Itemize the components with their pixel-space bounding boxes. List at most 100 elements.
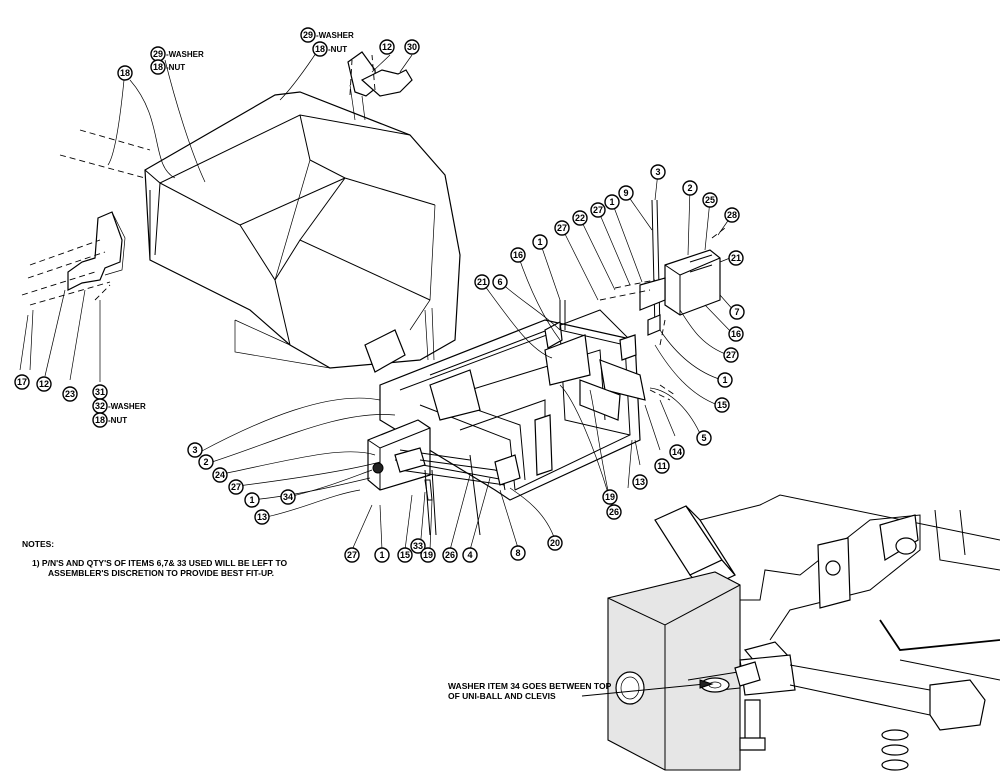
item-bubble: 4 <box>462 547 478 563</box>
svg-text:21: 21 <box>477 277 487 287</box>
item-bubble: 1 <box>244 492 260 508</box>
item-bubble: 1 <box>532 234 548 250</box>
svg-text:18: 18 <box>153 62 163 72</box>
svg-text:32: 32 <box>95 401 105 411</box>
item-bubble: 27 <box>554 220 570 236</box>
svg-text:8: 8 <box>515 548 520 558</box>
svg-text:11: 11 <box>657 461 667 471</box>
leader-lines <box>19 49 736 551</box>
svg-text:17: 17 <box>17 377 27 387</box>
svg-text:29: 29 <box>153 49 163 59</box>
svg-text:19: 19 <box>423 550 433 560</box>
svg-text:33: 33 <box>413 541 423 551</box>
svg-text:5: 5 <box>701 433 706 443</box>
svg-text:27: 27 <box>726 350 736 360</box>
svg-text:14: 14 <box>672 447 682 457</box>
item-bubble: 2 <box>198 454 214 470</box>
hopper-bracket-top <box>347 51 413 121</box>
svg-text:19: 19 <box>605 492 615 502</box>
detail-note-line-2: OF UNI-BALL AND CLEVIS <box>448 691 556 701</box>
nut-callout-left: 18 <box>150 59 166 75</box>
svg-text:13: 13 <box>635 477 645 487</box>
svg-text:1: 1 <box>722 375 727 385</box>
item-bubble: 8 <box>510 545 526 561</box>
svg-text:30: 30 <box>407 42 417 52</box>
svg-text:18: 18 <box>315 44 325 54</box>
item-bubble: 22 <box>572 210 588 226</box>
svg-text:26: 26 <box>609 507 619 517</box>
svg-text:18: 18 <box>120 68 130 78</box>
hardware-callout-labels: -WASHER -NUT -WASHER -NUT -WASHER -NUT <box>108 31 354 425</box>
bolt-callout: 31 <box>92 384 108 400</box>
hopper <box>144 91 461 373</box>
item-bubble: 13 <box>254 509 270 525</box>
svg-text:29: 29 <box>303 30 313 40</box>
washer-callout-bottom: 32 <box>92 398 108 414</box>
svg-text:26: 26 <box>445 550 455 560</box>
item-bubble: 13 <box>632 474 648 490</box>
svg-text:13: 13 <box>257 512 267 522</box>
notes-heading: NOTES: <box>22 539 54 549</box>
item-bubble: 16 <box>510 247 526 263</box>
svg-text:7: 7 <box>734 307 739 317</box>
svg-text:2: 2 <box>687 183 692 193</box>
item-bubble: 27 <box>228 479 244 495</box>
hitch-assembly <box>367 419 521 536</box>
item-bubble: 30 <box>404 39 420 55</box>
item-bubble: 3 <box>187 442 203 458</box>
washer-callout-left: 29 <box>150 46 166 62</box>
washer-label-top: -WASHER <box>316 31 354 40</box>
svg-text:3: 3 <box>655 167 660 177</box>
item-bubble: 12 <box>36 376 52 392</box>
item-bubble: 2 <box>682 180 698 196</box>
item-bubble: 3 <box>650 164 666 180</box>
right-bracket-assembly <box>599 199 726 401</box>
svg-text:27: 27 <box>593 205 603 215</box>
notes-line-2: ASSEMBLER'S DISCRETION TO PROVIDE BEST F… <box>48 568 274 578</box>
item-bubble: 1 <box>717 372 733 388</box>
item-bubble: 19 <box>420 547 436 563</box>
item-bubble: 27 <box>344 547 360 563</box>
svg-text:1: 1 <box>379 550 384 560</box>
svg-text:27: 27 <box>347 550 357 560</box>
svg-text:34: 34 <box>283 492 293 502</box>
washer-label-left: -WASHER <box>166 50 204 59</box>
svg-text:25: 25 <box>705 195 715 205</box>
svg-text:27: 27 <box>231 482 241 492</box>
nut-label-bottom: -NUT <box>108 416 127 425</box>
svg-text:15: 15 <box>400 550 410 560</box>
notes-line-1: 1) P/N'S AND QTY'S OF ITEMS 6,7& 33 USED… <box>32 558 288 568</box>
svg-text:31: 31 <box>95 387 105 397</box>
detail-note-line-1: WASHER ITEM 34 GOES BETWEEN TOP <box>448 681 612 691</box>
item-bubble: 5 <box>696 430 712 446</box>
item-bubble: 11 <box>654 458 670 474</box>
svg-text:28: 28 <box>727 210 737 220</box>
svg-text:27: 27 <box>557 223 567 233</box>
hopper-bracket-left <box>67 211 126 291</box>
item-bubble: 34 <box>280 489 296 505</box>
item-bubble: 18 <box>117 65 133 81</box>
svg-text:1: 1 <box>249 495 254 505</box>
detail-view <box>581 494 1000 771</box>
detail-note: WASHER ITEM 34 GOES BETWEEN TOP OF UNI-B… <box>448 681 612 701</box>
svg-text:18: 18 <box>95 415 105 425</box>
item-bubble: 7 <box>729 304 745 320</box>
frame <box>379 300 646 501</box>
item-bubble: 23 <box>62 386 78 402</box>
svg-text:1: 1 <box>537 237 542 247</box>
washer-callout-top: 29 <box>300 27 316 43</box>
washer-label-bottom: -WASHER <box>108 402 146 411</box>
notes-block: NOTES: 1) P/N'S AND QTY'S OF ITEMS 6,7& … <box>22 539 288 578</box>
svg-text:15: 15 <box>717 400 727 410</box>
item-bubble: 16 <box>728 326 744 342</box>
item-bubble: 28 <box>724 207 740 223</box>
svg-text:12: 12 <box>39 379 49 389</box>
svg-text:16: 16 <box>731 329 741 339</box>
callout-bubbles: 18 12 30 17 12 23 3 2 24 27 1 34 13 27 1… <box>14 39 745 563</box>
item-bubble: 12 <box>379 39 395 55</box>
item-bubble: 20 <box>547 535 563 551</box>
item-bubble: 21 <box>728 250 744 266</box>
item-bubble: 21 <box>474 274 490 290</box>
item-bubble: 26 <box>442 547 458 563</box>
nut-label-left: -NUT <box>166 63 185 72</box>
